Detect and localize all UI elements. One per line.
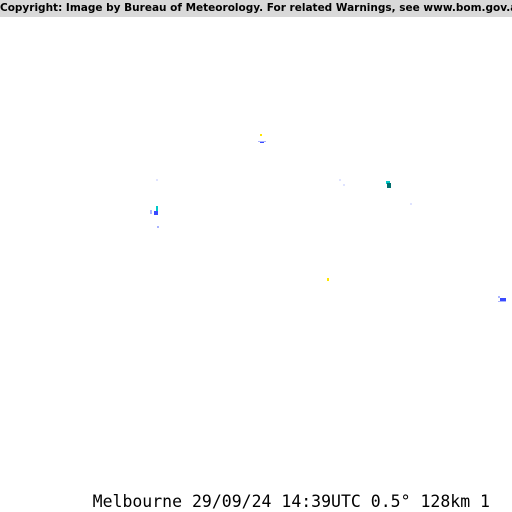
echo-pixel (258, 141, 266, 142)
echo-pixel (156, 179, 158, 181)
copyright-text: Copyright: Image by Bureau of Meteorolog… (0, 2, 512, 14)
echo-pixel (156, 206, 158, 211)
echo-pixel (339, 179, 341, 181)
echo-pixel (154, 211, 158, 215)
echo-pixel (500, 298, 506, 301)
echo-pixel (260, 134, 262, 136)
radar-caption: Melbourne 29/09/24 14:39UTC 0.5° 128km 1 (92, 492, 490, 511)
copyright-bar: Copyright: Image by Bureau of Meteorolog… (0, 0, 512, 17)
echo-cluster-west (150, 179, 159, 228)
echo-pixel (150, 210, 152, 214)
echo-pixel (498, 301, 506, 302)
radar-map-area (0, 17, 512, 485)
echo-pixel (410, 203, 412, 205)
echo-pixel (498, 296, 500, 298)
echo-cluster-north (258, 134, 266, 143)
echo-pixel (343, 184, 345, 186)
echo-pixel (327, 278, 329, 281)
echo-pixel (157, 226, 159, 228)
echo-cluster-east (339, 179, 412, 205)
echo-pixel (260, 142, 264, 143)
echo-pixel (387, 183, 391, 188)
echo-cluster-center (327, 278, 329, 281)
echo-cluster-east-edge (498, 296, 506, 302)
echo-pixel (386, 181, 390, 184)
